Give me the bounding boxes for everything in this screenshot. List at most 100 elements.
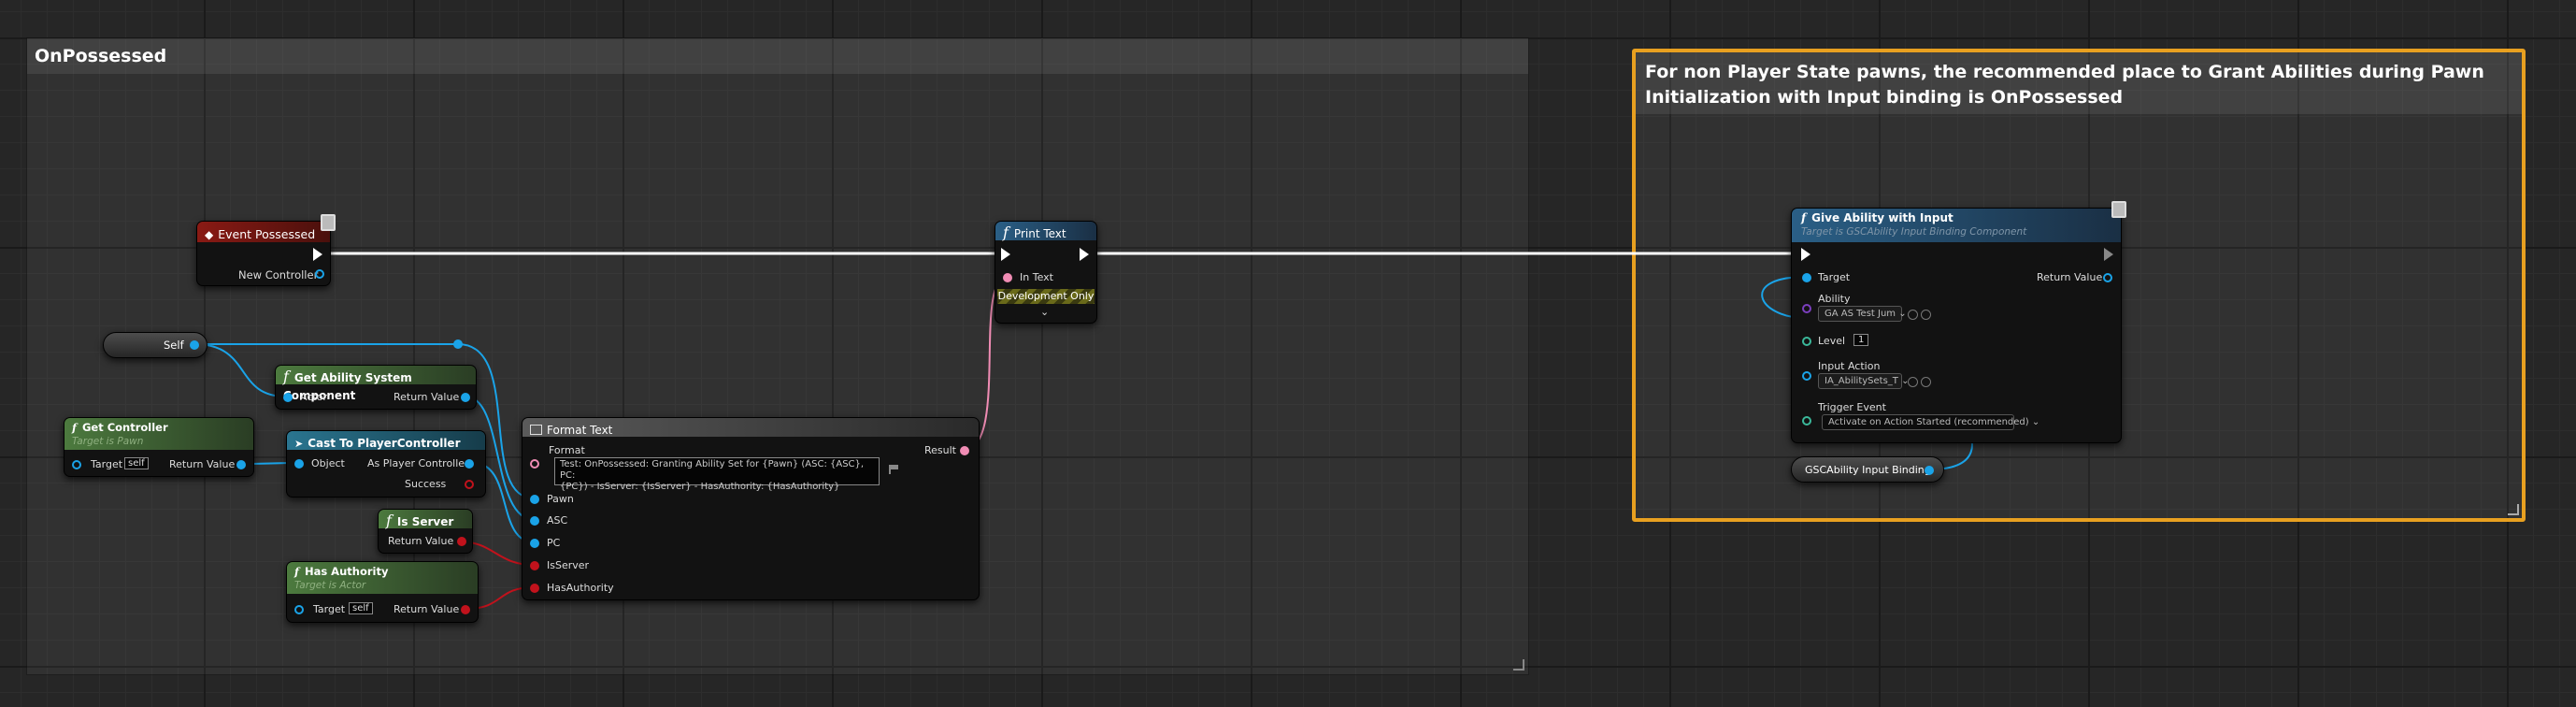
return-value-pin[interactable]	[2103, 273, 2112, 282]
cast-to-playercontroller-node[interactable]: ➤Cast To PlayerController Object As Play…	[286, 430, 486, 498]
object-in-pin[interactable]	[294, 459, 304, 469]
node-title: Cast To PlayerController	[308, 437, 461, 450]
self-out-pin[interactable]	[190, 340, 199, 350]
isserver-arg-label: IsServer	[547, 559, 590, 571]
self-label: Self	[164, 339, 184, 352]
ability-value: GA AS Test Jum	[1825, 309, 1896, 319]
pawn-arg-pin[interactable]	[530, 495, 539, 504]
level-label: Level	[1818, 335, 1846, 347]
wire-asc-to-asc	[465, 396, 536, 521]
chevron-down-icon: ⌄	[1901, 376, 1910, 386]
node-title: Event Possessed	[218, 227, 316, 241]
target-self-literal[interactable]: self	[349, 602, 373, 614]
exec-out-pin[interactable]	[1080, 248, 1089, 261]
self-node[interactable]: Self	[103, 332, 208, 358]
input-action-label: Input Action	[1818, 360, 1881, 372]
node-subtitle: Target is Actor	[294, 580, 366, 591]
new-controller-pin[interactable]	[315, 269, 324, 279]
trigger-event-pin[interactable]	[1802, 416, 1811, 426]
input-action-combo[interactable]: IA_AbilitySets_T ⌄	[1818, 373, 1909, 389]
network-replication-icon	[321, 214, 336, 231]
function-f-icon: f	[72, 421, 77, 434]
pawn-arg-label: Pawn	[547, 493, 574, 505]
exec-out-pin[interactable]	[2104, 248, 2113, 261]
reroute-knot	[453, 339, 463, 349]
target-in-pin[interactable]	[1802, 273, 1811, 282]
target-in-pin[interactable]	[72, 460, 81, 469]
format-text-node[interactable]: Format Text Format Test: OnPossessed: Gr…	[522, 417, 980, 600]
chevron-down-icon: ⌄	[1898, 309, 1907, 319]
node-title: Format Text	[547, 424, 613, 437]
node-title: Is Server	[396, 515, 454, 528]
node-title: Print Text	[1013, 227, 1066, 240]
return-value-label: Return Value	[394, 391, 460, 403]
return-value-pin[interactable]	[461, 393, 470, 402]
exec-out-pin[interactable]	[313, 248, 322, 261]
new-controller-label: New Controller	[238, 268, 319, 281]
use-selected-icon[interactable]	[1908, 310, 1918, 320]
trigger-event-label: Trigger Event	[1818, 401, 1886, 413]
in-text-pin[interactable]	[1003, 273, 1012, 282]
level-field[interactable]: 1	[1853, 334, 1869, 346]
function-f-icon: f	[1801, 211, 1807, 224]
target-label: Target	[91, 458, 123, 470]
return-value-pin[interactable]	[457, 537, 466, 546]
browse-icon[interactable]	[1921, 310, 1931, 320]
trigger-event-value: Activate on Action Started (recommended)	[1828, 417, 2029, 427]
chevron-down-icon[interactable]: ⌄	[1040, 306, 1050, 318]
result-pin[interactable]	[960, 446, 969, 455]
format-label: Format	[549, 444, 585, 456]
trigger-event-combo[interactable]: Activate on Action Started (recommended)…	[1822, 414, 2039, 430]
isserver-arg-pin[interactable]	[530, 561, 539, 570]
level-pin[interactable]	[1802, 337, 1811, 346]
browse-icon[interactable]	[1921, 377, 1931, 387]
success-pin[interactable]	[465, 480, 474, 489]
gsc-binding-label: GSCAbility Input Binding	[1805, 464, 1931, 476]
target-self-literal[interactable]: self	[124, 457, 149, 469]
hasauthority-arg-pin[interactable]	[530, 584, 539, 593]
actor-in-pin[interactable]	[283, 393, 293, 402]
exec-in-pin[interactable]	[1001, 248, 1010, 261]
asc-arg-pin[interactable]	[530, 516, 539, 526]
target-in-pin[interactable]	[294, 605, 304, 614]
in-text-label: In Text	[1020, 271, 1053, 283]
event-possessed-header: ◆Event Possessed	[197, 222, 330, 242]
input-action-value: IA_AbilitySets_T	[1825, 376, 1898, 386]
as-player-controller-pin[interactable]	[465, 459, 474, 469]
gsc-binding-out-pin[interactable]	[1925, 466, 1934, 475]
exec-in-pin[interactable]	[1801, 248, 1810, 261]
wire-self-to-asc-actor	[193, 343, 287, 397]
target-label: Target	[1818, 271, 1851, 283]
is-server-header: f Is Server	[379, 510, 472, 529]
gsc-ability-input-binding-node[interactable]: GSCAbility Input Binding	[1791, 456, 1944, 483]
comment-title-onpossessed: OnPossessed	[27, 38, 1528, 74]
function-f-icon: f	[386, 512, 392, 529]
format-string-line-1: Test: OnPossessed: Granting Ability Set …	[560, 459, 865, 481]
format-in-pin[interactable]	[530, 459, 539, 469]
cast-arrow-icon: ➤	[294, 438, 304, 450]
use-selected-icon[interactable]	[1908, 377, 1918, 387]
flag-icon[interactable]	[889, 465, 900, 474]
ability-pin[interactable]	[1802, 304, 1811, 313]
return-value-pin[interactable]	[236, 460, 246, 469]
event-possessed-node[interactable]: ◆Event Possessed New Controller	[196, 214, 336, 286]
comment-resize-handle[interactable]	[1513, 659, 1524, 671]
comment-resize-handle[interactable]	[2508, 504, 2519, 515]
function-f-icon: f	[283, 368, 289, 385]
input-action-pin[interactable]	[1802, 371, 1811, 381]
return-value-pin[interactable]	[461, 605, 470, 614]
format-string-field[interactable]: Test: OnPossessed: Granting Ability Set …	[554, 457, 880, 492]
pc-arg-pin[interactable]	[530, 539, 539, 548]
ability-class-combo[interactable]: GA AS Test Jum ⌄	[1818, 306, 1907, 322]
ability-label: Ability	[1818, 293, 1851, 305]
comment-title-recommendation: For non Player State pawns, the recommen…	[1636, 52, 2522, 114]
